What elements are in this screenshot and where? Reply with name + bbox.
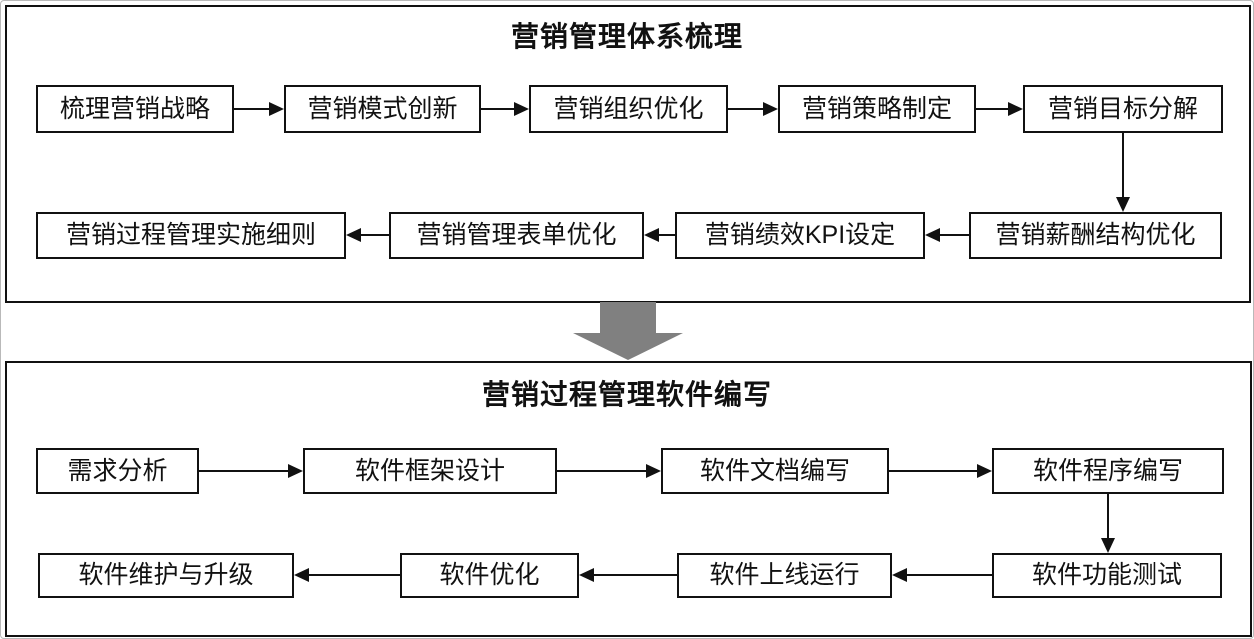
flow-node-process-mgmt-rules: 营销过程管理实施细则 — [36, 212, 346, 259]
flow-node-mgmt-form-optimization: 营销管理表单优化 — [389, 212, 644, 259]
flow-node-doc-writing: 软件文档编写 — [661, 448, 889, 494]
flow-node-requirement-analysis: 需求分析 — [36, 448, 199, 494]
panel-marketing-system-title: 营销管理体系梳理 — [510, 21, 743, 52]
flow-node-salary-structure: 营销薪酬结构优化 — [969, 212, 1222, 259]
flow-node-optimization: 软件优化 — [400, 553, 579, 598]
flow-node-kpi-setting: 营销绩效KPI设定 — [675, 212, 925, 259]
flow-node-marketing-tactics: 营销策略制定 — [778, 85, 976, 133]
flow-node-go-live: 软件上线运行 — [677, 553, 892, 598]
flow-node-maintain-upgrade: 软件维护与升级 — [38, 553, 294, 598]
flow-node-sort-marketing-strategy: 梳理营销战略 — [36, 85, 234, 133]
flow-node-marketing-model-innovation: 营销模式创新 — [284, 85, 481, 133]
flow-node-function-test: 软件功能测试 — [992, 553, 1222, 598]
big-down-block-arrow-icon — [573, 302, 683, 360]
panel-software-development-title: 营销过程管理软件编写 — [481, 379, 772, 410]
flow-node-marketing-goal-breakdown: 营销目标分解 — [1023, 85, 1223, 133]
flow-node-framework-design: 软件框架设计 — [303, 448, 557, 494]
flow-node-marketing-org-optimization: 营销组织优化 — [529, 85, 728, 133]
flow-node-program-coding: 软件程序编写 — [992, 448, 1224, 494]
